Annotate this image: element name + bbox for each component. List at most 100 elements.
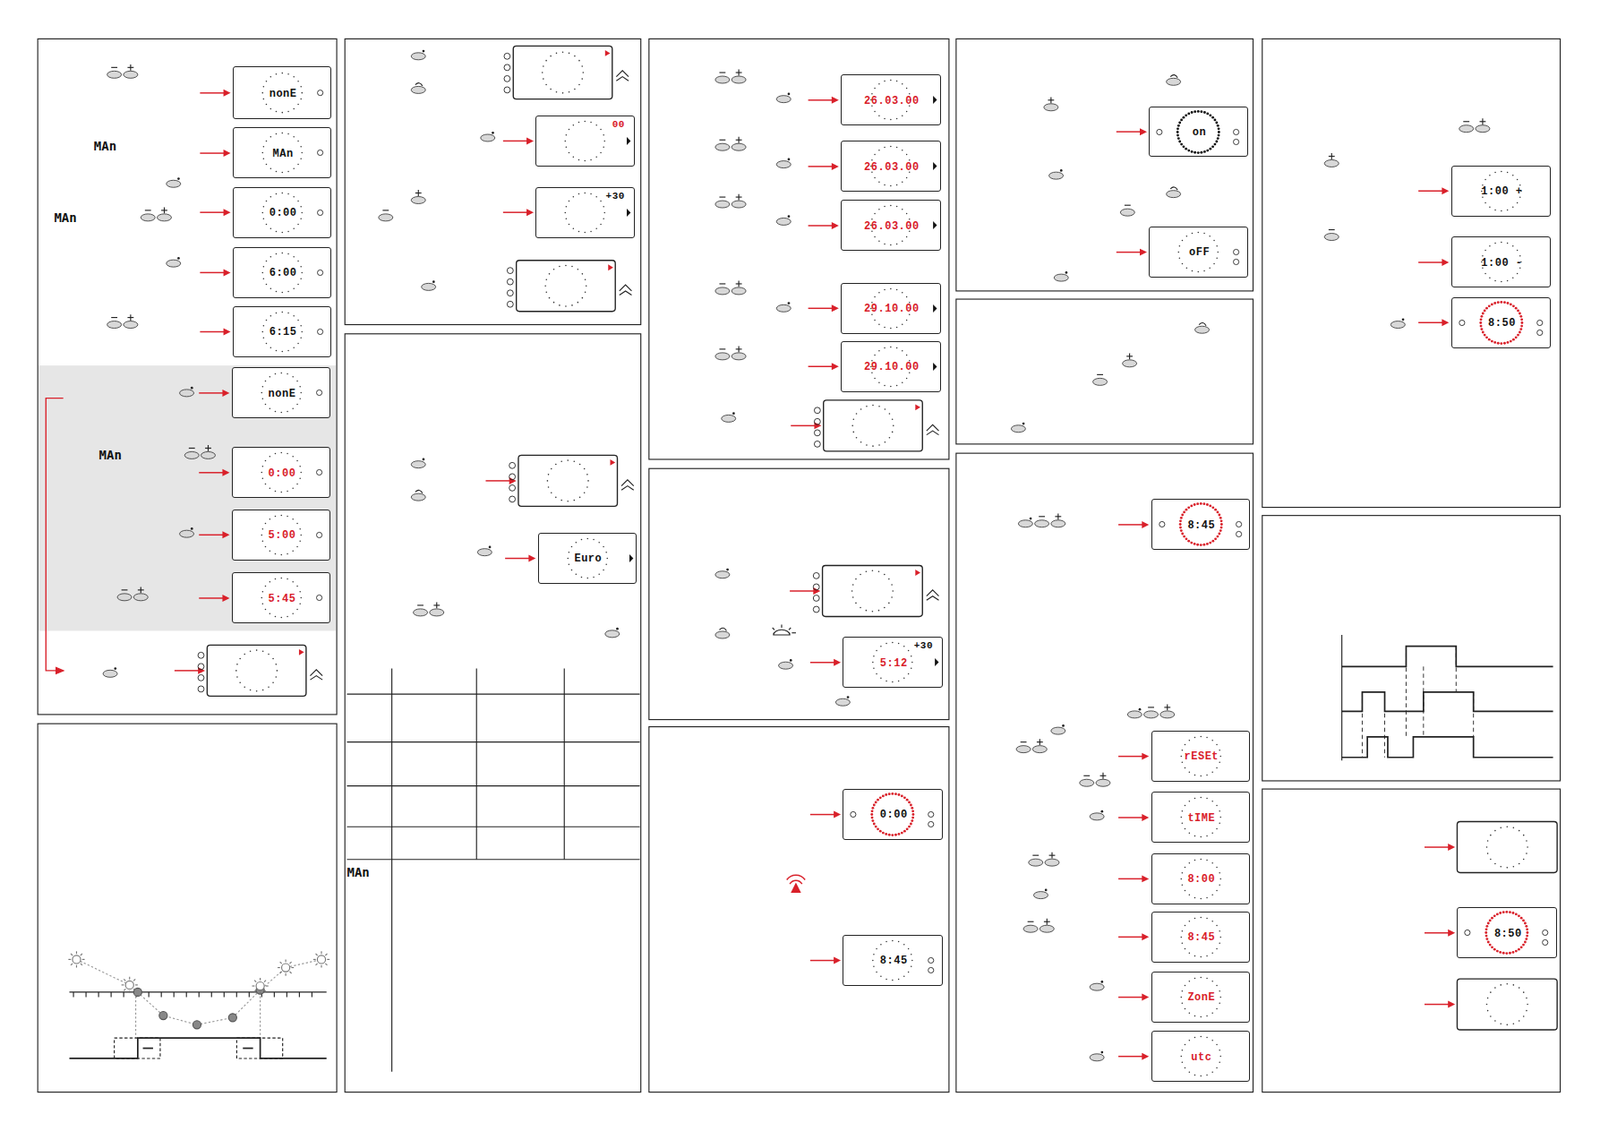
- lcd-dial-part: [1183, 947, 1186, 950]
- sun-diagram-part-part: [70, 963, 73, 966]
- lcd-dial-part: [264, 545, 266, 548]
- lcd-dial-part: [928, 821, 934, 827]
- lcd-dial-part: [1206, 977, 1208, 980]
- lcd-dial-part: [269, 256, 272, 258]
- sun-diagram-part-part: [316, 955, 326, 964]
- table-lines-part: [564, 668, 565, 860]
- lcd-dial-part: [1520, 324, 1523, 327]
- red-arrows-part: [1447, 1001, 1455, 1009]
- lcd-dial-part: [910, 953, 913, 956]
- sun-diagram-part: [143, 1047, 154, 1050]
- empty-screens-part: [206, 644, 307, 696]
- lcd-dial-part: [598, 573, 600, 575]
- lcd-dial-part: [261, 331, 264, 334]
- lcd-text: nonE: [269, 88, 298, 100]
- buttons-part: [715, 352, 730, 360]
- empty-screens-part: [1494, 1019, 1497, 1022]
- lcd-dial-part: [872, 804, 876, 807]
- lcd-dial-part: [901, 149, 904, 152]
- lcd-text: MAn: [273, 148, 294, 160]
- lcd-dial-part: [1480, 315, 1483, 318]
- red-arrows-part: [831, 304, 839, 312]
- lcd-dial-part: [299, 277, 302, 280]
- lcd-dial-part: [1180, 816, 1182, 819]
- lcd-dial-part: [928, 966, 934, 973]
- empty-screens-part: [235, 669, 238, 672]
- lcd-dial-part: [287, 73, 290, 76]
- lcd-text: on: [1192, 127, 1207, 138]
- lcd-dial-part: [1193, 150, 1197, 154]
- lcd-screen: nonE: [232, 66, 333, 120]
- lcd-dial-part: [1187, 506, 1190, 510]
- empty-screens-part: [582, 71, 585, 74]
- buttons-part: [715, 631, 730, 639]
- buttons-part: [1089, 983, 1104, 991]
- sun-diagram-part: [236, 1037, 283, 1059]
- lcd-dial-part: [573, 124, 575, 127]
- lcd-dial-part: [1233, 128, 1240, 135]
- empty-screens-part: [553, 301, 556, 304]
- empty-screens-part: [812, 572, 820, 579]
- lcd-dial-part: [626, 136, 631, 146]
- lcd-dial-part: [265, 260, 268, 263]
- lcd-dial-part: [1199, 897, 1202, 899]
- lcd-dial-part: [1505, 951, 1509, 955]
- lcd-dial-part: [564, 211, 567, 214]
- buttons-part: [787, 214, 791, 218]
- sun-diagram-part-part: [259, 977, 261, 981]
- lcd-dial-part: [1480, 311, 1484, 315]
- timing-chart-part: [1341, 634, 1343, 761]
- red-arrows-part: [833, 957, 841, 965]
- empty-screens-part: [1526, 1003, 1529, 1006]
- lcd-dial-part: [885, 832, 889, 836]
- lcd-text: 00: [612, 119, 625, 130]
- lcd-dial-part: [1211, 832, 1214, 835]
- lcd-dial-part: [873, 965, 876, 967]
- lcd-dial-part: [1181, 239, 1184, 242]
- lcd-dial-part: [275, 111, 278, 113]
- empty-screens-part: [542, 77, 545, 80]
- empty-screens-part: [579, 463, 582, 466]
- empty-screens-part: [506, 290, 514, 297]
- buttons-part: [1198, 323, 1207, 326]
- buttons-part: [480, 134, 496, 142]
- buttons-part: [179, 530, 195, 538]
- lcd-dial-part: [1200, 150, 1204, 154]
- empty-screens-part: [197, 663, 205, 670]
- lcd-dial-part: [878, 381, 881, 384]
- empty-screens-part: [853, 419, 856, 421]
- lcd-dial-part: [296, 545, 299, 548]
- timing-chart-part: [1342, 736, 1554, 758]
- red-arrows-part: [1418, 261, 1443, 263]
- lcd-dial-part: [297, 282, 300, 285]
- lcd-dial-part: [1209, 146, 1213, 150]
- buttons-part: [1023, 924, 1038, 933]
- lcd-dial-part: [932, 162, 937, 171]
- lcd-dial-part: [900, 794, 904, 797]
- lcd-dial-part: [292, 315, 295, 317]
- lcd-dial-part: [1197, 271, 1200, 274]
- lcd-dial-part: [1542, 940, 1549, 946]
- lcd-dial-part: [1512, 205, 1515, 208]
- lcd-dial-part: [898, 832, 901, 836]
- lcd-screen: oFF: [1148, 226, 1249, 278]
- lcd-dial-part: [280, 513, 283, 516]
- lcd-dial-part: [1525, 924, 1529, 928]
- buttons-part: [129, 64, 131, 71]
- red-arrows-part: [504, 557, 530, 559]
- panel-frames-part: [649, 727, 950, 1093]
- lcd-dial-part: [1505, 208, 1508, 211]
- lcd-text: 8:50: [1494, 928, 1523, 940]
- lcd-dial-part: [1180, 532, 1184, 536]
- lcd-dial-part: [265, 342, 268, 345]
- buttons-part: [410, 461, 426, 469]
- sun-diagram-part-part: [320, 950, 322, 954]
- lcd-dial-part: [1192, 542, 1196, 546]
- empty-screens-part: [813, 418, 821, 425]
- lcd-dial-part: [896, 384, 899, 386]
- buttons-part: [111, 67, 118, 69]
- buttons-part: [718, 71, 726, 73]
- lcd-dial-part: [1203, 111, 1207, 114]
- sun-diagram-part-part: [76, 965, 78, 968]
- buttons-part: [1033, 891, 1048, 899]
